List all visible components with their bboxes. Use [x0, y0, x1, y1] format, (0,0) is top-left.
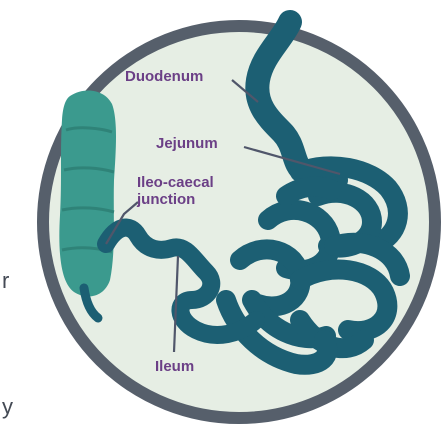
edge-text-y: y	[2, 396, 13, 418]
label-jejunum: Jejunum	[156, 135, 218, 152]
label-ileum: Ileum	[155, 358, 194, 375]
label-duodenum: Duodenum	[125, 68, 203, 85]
edge-text-r: r	[2, 270, 9, 292]
label-ileocaecal-line2: junction	[137, 191, 195, 208]
colon	[59, 90, 116, 318]
label-ileocaecal-line1: Ileo-caecal	[137, 174, 214, 191]
